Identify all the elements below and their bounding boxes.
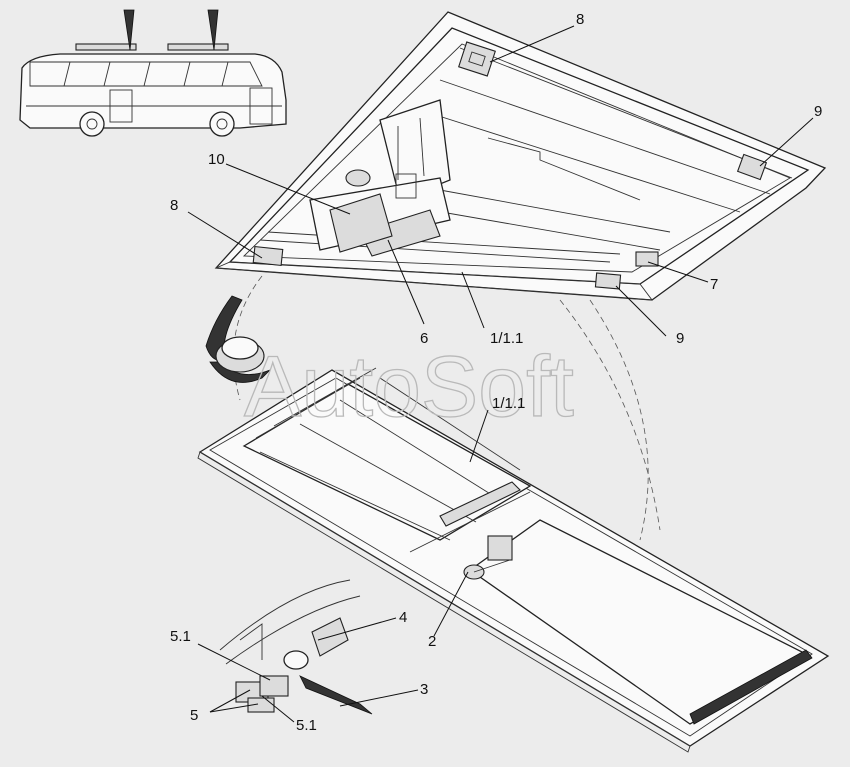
callout-1-1-upper: 1/1.1 [490, 330, 523, 347]
bus-thumbnail [19, 9, 287, 137]
callout-9-right: 9 [814, 103, 822, 120]
callout-8-left: 8 [170, 197, 178, 214]
callout-8-top: 8 [576, 11, 584, 28]
chain-drive [205, 275, 661, 541]
callout-labels: 8 9 10 8 7 6 1/1.1 9 1/1.1 4 2 5.1 3 5 5… [170, 11, 822, 734]
callout-5: 5 [190, 707, 198, 724]
callout-7: 7 [710, 276, 718, 293]
callout-9-lower: 9 [676, 330, 684, 347]
callout-3: 3 [420, 681, 428, 698]
lower-roof-panel [197, 367, 830, 753]
callout-2: 2 [428, 633, 436, 650]
leader-lines [187, 25, 814, 723]
arrow-marker-1-icon [123, 9, 135, 51]
upper-hatch-frame [214, 11, 827, 301]
callout-6: 6 [420, 330, 428, 347]
watermark-text: AutoSoft [244, 339, 574, 435]
callout-5-1-top: 5.1 [170, 628, 191, 645]
callout-5-1-bottom: 5.1 [296, 717, 317, 734]
arrow-marker-2-icon [207, 9, 219, 51]
callout-1-1-lower: 1/1.1 [492, 395, 525, 412]
callout-10: 10 [208, 151, 225, 168]
callout-4: 4 [399, 609, 407, 626]
